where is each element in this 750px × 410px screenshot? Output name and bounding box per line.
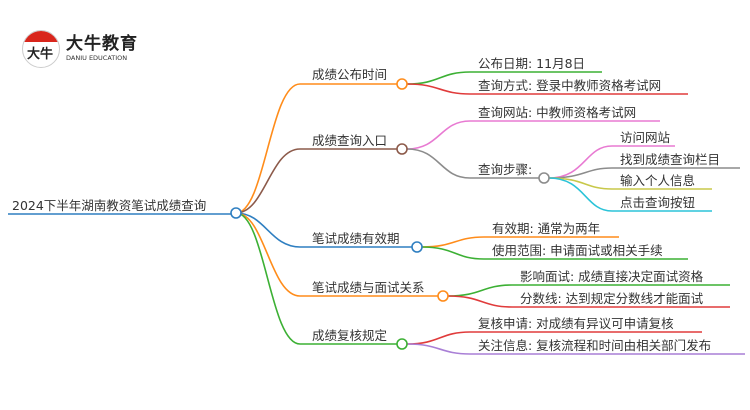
svg-text:成绩复核规定: 成绩复核规定	[312, 328, 387, 343]
svg-text:成绩公布时间: 成绩公布时间	[312, 67, 387, 82]
leaf-node[interactable]: 复核申请: 对成绩有异议可申请复核	[478, 316, 674, 331]
leaf-node[interactable]: 使用范围: 申请面试或相关手续	[492, 243, 663, 258]
leaf-node[interactable]: 公布日期: 11月8日	[478, 56, 585, 71]
edge	[235, 212, 301, 248]
collapse-toggle-icon[interactable]	[396, 78, 408, 90]
collapse-toggle-icon[interactable]	[538, 172, 550, 184]
branch-node[interactable]: 成绩公布时间	[300, 67, 397, 85]
logo-mark: 大牛	[22, 30, 60, 68]
collapse-toggle-icon[interactable]	[396, 143, 408, 155]
svg-text:成绩查询入口: 成绩查询入口	[312, 133, 387, 148]
branch-node[interactable]: 笔试成绩与面试关系	[300, 280, 438, 297]
edge	[235, 212, 301, 297]
leaf-node[interactable]: 找到成绩查询栏目	[620, 152, 720, 167]
svg-text:笔试成绩与面试关系: 笔试成绩与面试关系	[312, 280, 425, 295]
collapse-toggle-icon[interactable]	[437, 290, 449, 302]
leaf-node[interactable]: 点击查询按钮	[620, 195, 695, 210]
leaf-node[interactable]: 关注信息: 复核流程和时间由相关部门发布	[478, 338, 711, 353]
edge	[235, 212, 301, 345]
edge	[235, 148, 301, 214]
leaf-node[interactable]: 有效期: 通常为两年	[492, 221, 600, 236]
edge	[235, 83, 301, 214]
logo-name: 大牛教育	[66, 34, 138, 54]
sub-branch-node[interactable]: 查询步骤:	[478, 162, 532, 177]
logo-subtitle: DANIU EDUCATION	[66, 54, 128, 62]
leaf-node[interactable]: 输入个人信息	[620, 173, 695, 188]
branch-node[interactable]: 成绩查询入口	[300, 133, 397, 150]
collapse-toggle-icon[interactable]	[230, 207, 242, 219]
collapse-toggle-icon[interactable]	[396, 338, 408, 350]
collapse-toggle-icon[interactable]	[411, 241, 423, 253]
leaf-node[interactable]: 查询网站: 中教师资格考试网	[478, 105, 636, 120]
root-node[interactable]: 2024下半年湖南教资笔试成绩查询	[8, 198, 231, 215]
svg-text:笔试成绩有效期: 笔试成绩有效期	[312, 231, 400, 246]
leaf-node[interactable]: 影响面试: 成绩直接决定面试资格	[520, 269, 704, 284]
svg-text:2024下半年湖南教资笔试成绩查询: 2024下半年湖南教资笔试成绩查询	[12, 198, 206, 213]
branch-node[interactable]: 成绩复核规定	[300, 328, 397, 345]
leaf-node[interactable]: 分数线: 达到规定分数线才能面试	[520, 291, 704, 306]
leaf-node[interactable]: 访问网站	[620, 130, 670, 145]
branch-node[interactable]: 笔试成绩有效期	[300, 231, 412, 248]
leaf-node[interactable]: 查询方式: 登录中教师资格考试网	[478, 78, 661, 93]
logo: 大牛 大牛教育 DANIU EDUCATION	[22, 30, 138, 68]
